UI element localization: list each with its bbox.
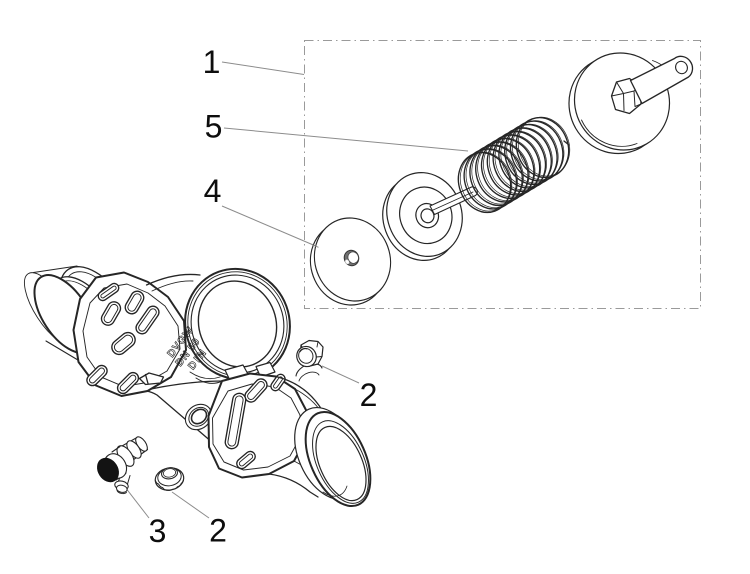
- svg-text:5: 5: [205, 109, 223, 145]
- svg-text:4: 4: [204, 173, 222, 209]
- svg-text:2: 2: [209, 513, 227, 549]
- svg-text:2: 2: [360, 377, 378, 413]
- svg-text:1: 1: [203, 44, 221, 80]
- svg-text:3: 3: [149, 513, 167, 549]
